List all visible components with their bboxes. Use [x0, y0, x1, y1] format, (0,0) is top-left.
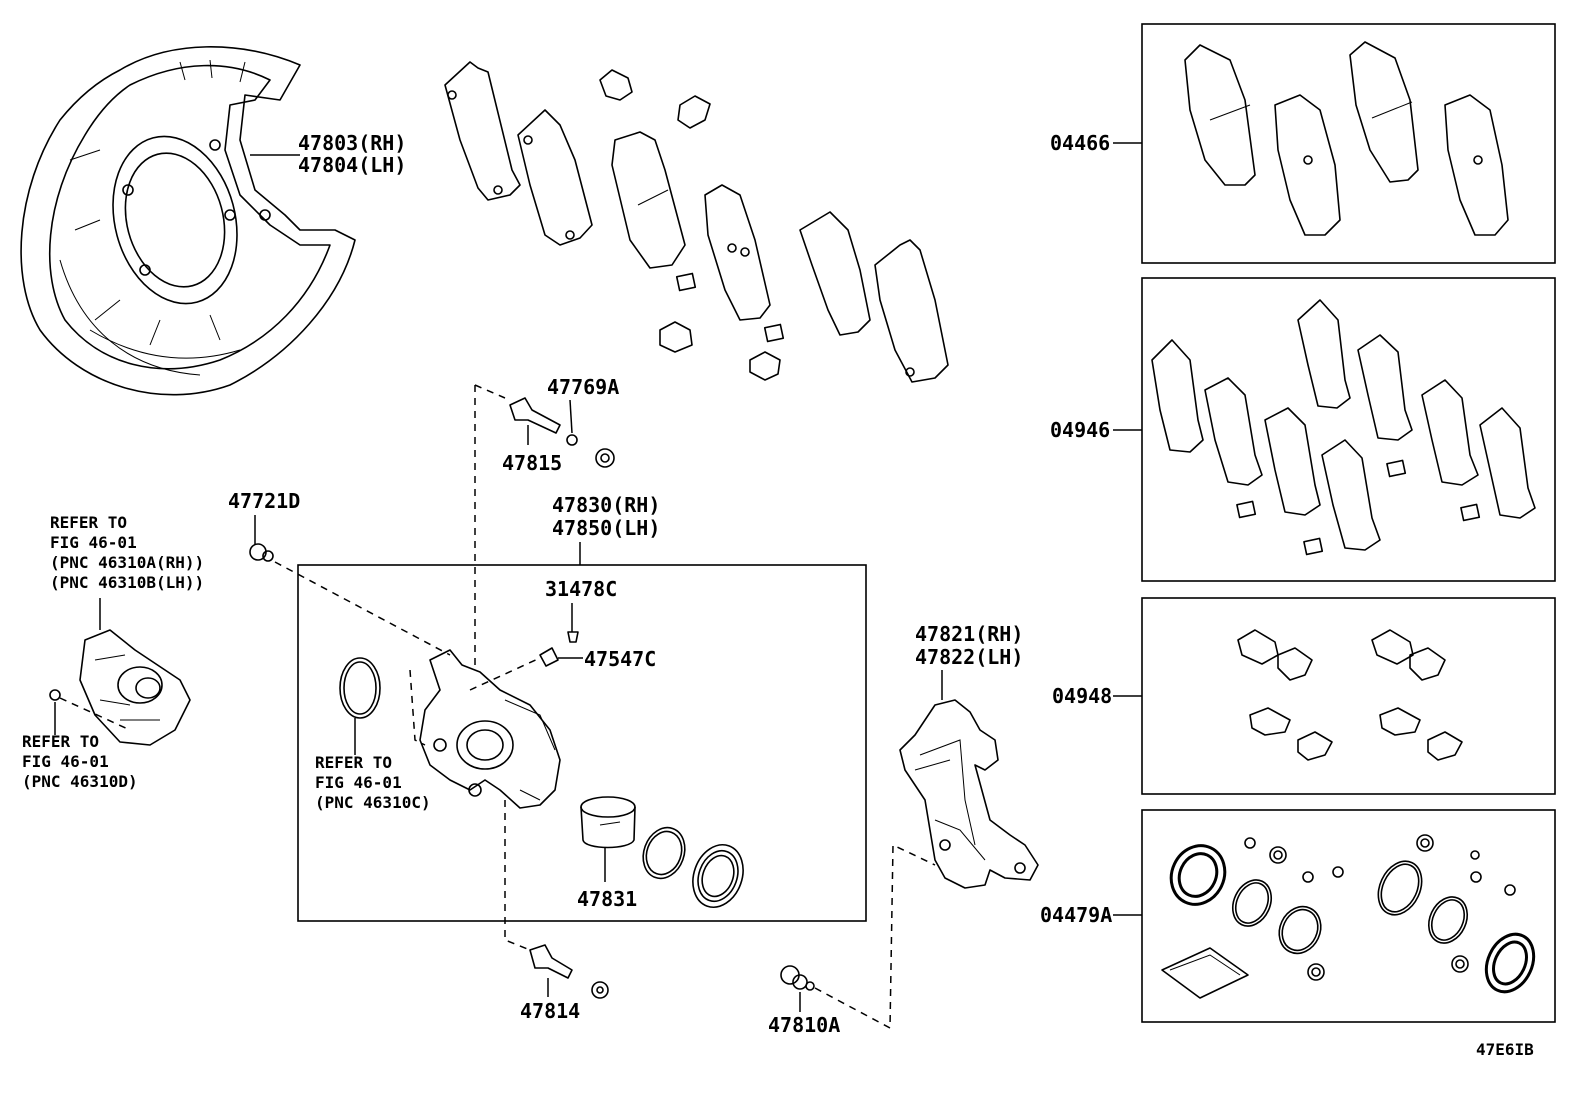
- piston-47831-drawing: [580, 796, 636, 849]
- refer-2-line-3: (PNC 46310D): [22, 772, 138, 791]
- bolt-47814-drawing: [529, 944, 609, 999]
- kit-04479A-seals: [1161, 834, 1536, 999]
- label-47850: 47850(LH): [552, 516, 660, 540]
- seal-ring-drawing: [339, 657, 381, 719]
- label-47769A: 47769A: [547, 375, 619, 399]
- label-04479A: 04479A: [1040, 903, 1112, 927]
- label-47547C: 47547C: [584, 647, 656, 671]
- label-47822: 47822(LH): [915, 645, 1023, 669]
- label-47815: 47815: [502, 451, 562, 475]
- kit-04466-pads: [1184, 41, 1509, 236]
- refer-1-line-4: (PNC 46310B(LH)): [50, 573, 204, 592]
- ref-caliper-drawing: [79, 629, 191, 746]
- label-04466: 04466: [1050, 131, 1110, 155]
- refer-2-line-2: FIG 46-01: [22, 752, 109, 771]
- caliper-body-drawing: [419, 649, 561, 809]
- pad-shim-group: [444, 61, 949, 383]
- label-47830: 47830(RH): [552, 493, 660, 517]
- refer-3-line-1: REFER TO: [315, 753, 392, 772]
- label-47803: 47803(RH): [298, 131, 406, 155]
- refer-1-line-1: REFER TO: [50, 513, 127, 532]
- kit-box-04479A: [1141, 809, 1556, 1023]
- kit-box-04466: [1141, 23, 1556, 264]
- kit-04946-shims: [1151, 299, 1536, 556]
- label-04946: 04946: [1050, 418, 1110, 442]
- dust-cover-drawing: [20, 46, 356, 396]
- label-47831: 47831: [577, 887, 637, 911]
- label-47821: 47821(RH): [915, 622, 1023, 646]
- bolt-47810A-drawing: [780, 965, 815, 991]
- kit-04948-clips: [1237, 629, 1463, 761]
- bleeder-47721D-drawing: [249, 543, 274, 562]
- label-47810A: 47810A: [768, 1013, 840, 1037]
- refer-2-line-1: REFER TO: [22, 732, 99, 751]
- figure-code: 47E6IB: [1476, 1040, 1534, 1059]
- bolt-47815-drawing: [509, 397, 615, 468]
- mounting-bracket-drawing: [899, 699, 1039, 889]
- kit-box-04948: [1141, 597, 1556, 795]
- kit-box-04946: [1141, 277, 1556, 582]
- label-47814: 47814: [520, 999, 580, 1023]
- caliper-assembly-box: [297, 564, 867, 922]
- refer-1-line-2: FIG 46-01: [50, 533, 137, 552]
- label-47804: 47804(LH): [298, 153, 406, 177]
- label-47721D: 47721D: [228, 489, 300, 513]
- refer-3-line-2: FIG 46-01: [315, 773, 402, 792]
- refer-3-line-3: (PNC 46310C): [315, 793, 431, 812]
- label-04948: 04948: [1052, 684, 1112, 708]
- refer-1-line-3: (PNC 46310A(RH)): [50, 553, 204, 572]
- label-31478C: 31478C: [545, 577, 617, 601]
